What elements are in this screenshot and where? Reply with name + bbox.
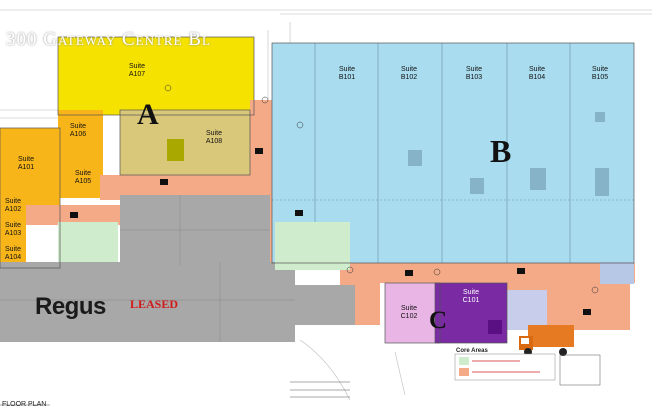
suite-a102-area	[0, 190, 26, 268]
suite-a108-area	[120, 110, 250, 175]
zone-c-label: C	[429, 307, 448, 334]
suite-c101-mark	[488, 320, 502, 334]
suite-a108-mark	[167, 139, 184, 161]
suite-a105-area	[58, 148, 103, 198]
restroom-left	[58, 222, 118, 262]
loading-icon	[70, 148, 591, 315]
core-legend-box	[454, 353, 556, 381]
regus-logo: Regus	[35, 293, 106, 320]
restroom-center	[275, 222, 350, 270]
restroom-right	[600, 262, 634, 284]
zone-a-label: A	[137, 98, 159, 131]
floor-plan-label: FLOOR PLAN	[2, 401, 47, 408]
leased-label: LEASED	[130, 297, 179, 311]
leased-area	[0, 262, 295, 342]
suite-c-core	[507, 290, 547, 330]
suite-b-columns	[408, 112, 609, 196]
building-title: 300 Gateway Centre Bl	[6, 29, 211, 50]
suite-b-dividers	[272, 43, 634, 263]
core-areas-label: Core Areas	[456, 348, 488, 354]
suite-c102-area	[385, 283, 440, 343]
suite-a107-area	[58, 37, 254, 115]
leased-lower	[295, 285, 355, 325]
zone-b-label: B	[490, 133, 512, 169]
wall-outlines	[0, 36, 635, 344]
